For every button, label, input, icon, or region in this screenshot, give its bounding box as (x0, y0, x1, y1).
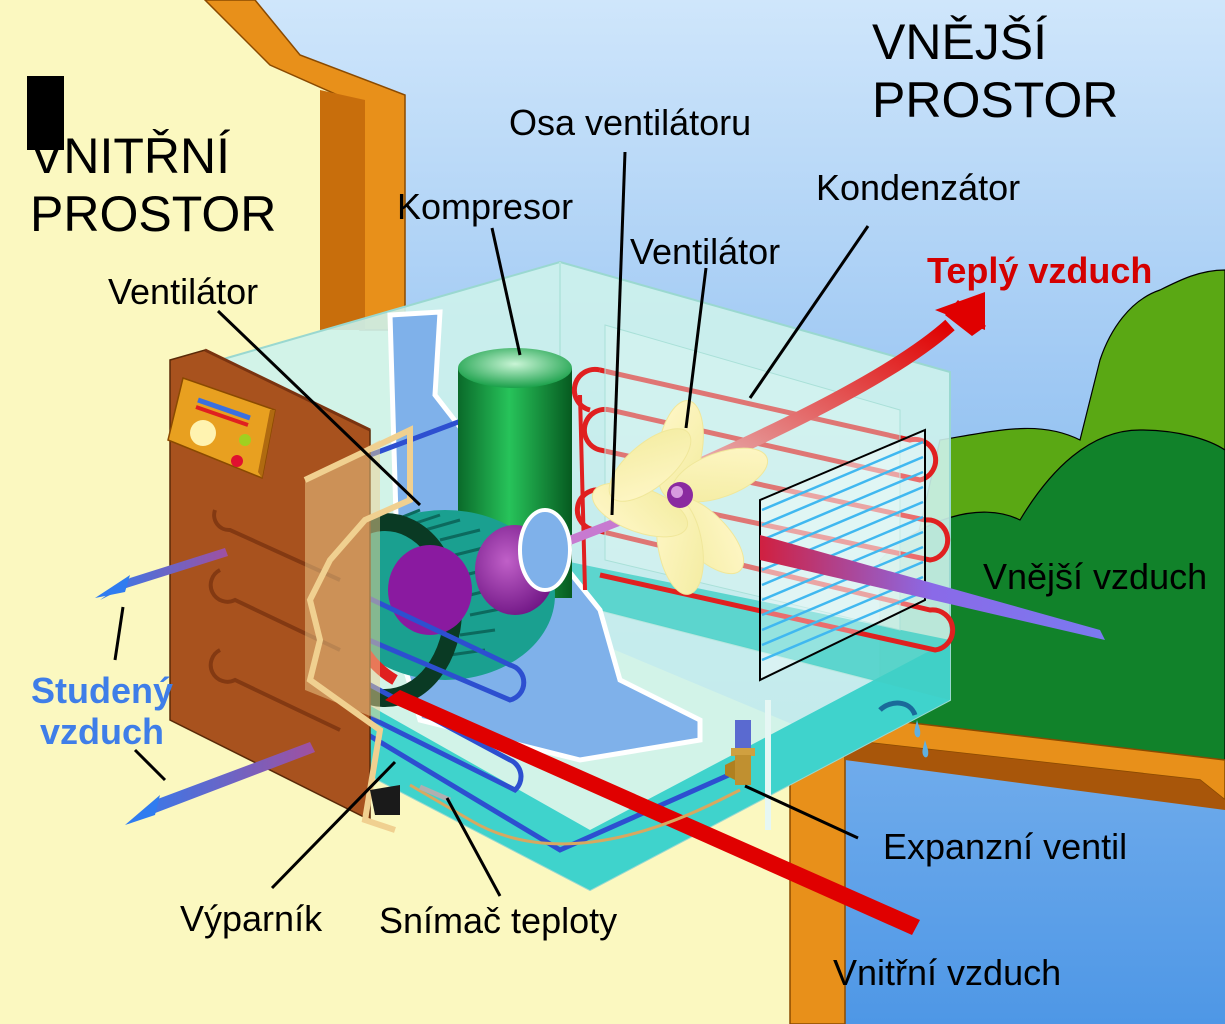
label-outdoor-space: VNĚJŠÍ PROSTOR (872, 14, 1119, 128)
label-cold-air: Studený vzduch (30, 670, 173, 753)
label-inside-air: Vnitřní vzduch (833, 952, 1062, 993)
outdoor-fan (591, 400, 769, 595)
wall-top-shade (320, 90, 365, 330)
foliage-dark (879, 429, 1225, 791)
warm-air-arrow (697, 319, 955, 472)
control-knob (190, 420, 216, 446)
control-panel (167, 377, 276, 480)
label-fan-indoor: Ventilátor (108, 271, 259, 312)
evaporator-coil (303, 572, 742, 853)
unit-floor (340, 640, 950, 890)
indicator-red (231, 455, 243, 467)
label-fan-outdoor: Ventilátor (630, 231, 781, 272)
inside-air-arrow (385, 690, 920, 935)
indicator-green (239, 434, 251, 446)
blower-hub (388, 545, 472, 635)
label-evaporator: Výparník (180, 898, 323, 939)
compressor-top (458, 348, 572, 388)
label-fan-axis: Osa ventilátoru (509, 102, 752, 143)
leader-lines (113, 151, 870, 897)
label-indoor-space: VNITŘNÍ PROSTOR (30, 128, 277, 242)
label-expansion-valve: Expanzní ventil (883, 826, 1128, 867)
marker-block (27, 76, 64, 150)
expansion-valve (725, 720, 755, 785)
wall-bottom-shade (845, 740, 1225, 810)
label-compressor: Kompresor (397, 186, 574, 227)
cold-air-arrow-upper (100, 548, 228, 600)
drain (878, 700, 918, 717)
label-condenser: Kondenzátor (816, 167, 1021, 208)
label-outside-air: Vnější vzduch (983, 556, 1208, 597)
sensor-capillary (409, 783, 741, 846)
label-warm-air: Teplý vzduch (927, 250, 1153, 291)
label-temperature-sensor: Snímač teploty (379, 900, 618, 941)
outside-air-arrow (760, 535, 1105, 640)
condenser-coil (571, 366, 956, 653)
cold-air-arrow-lower (128, 742, 315, 824)
